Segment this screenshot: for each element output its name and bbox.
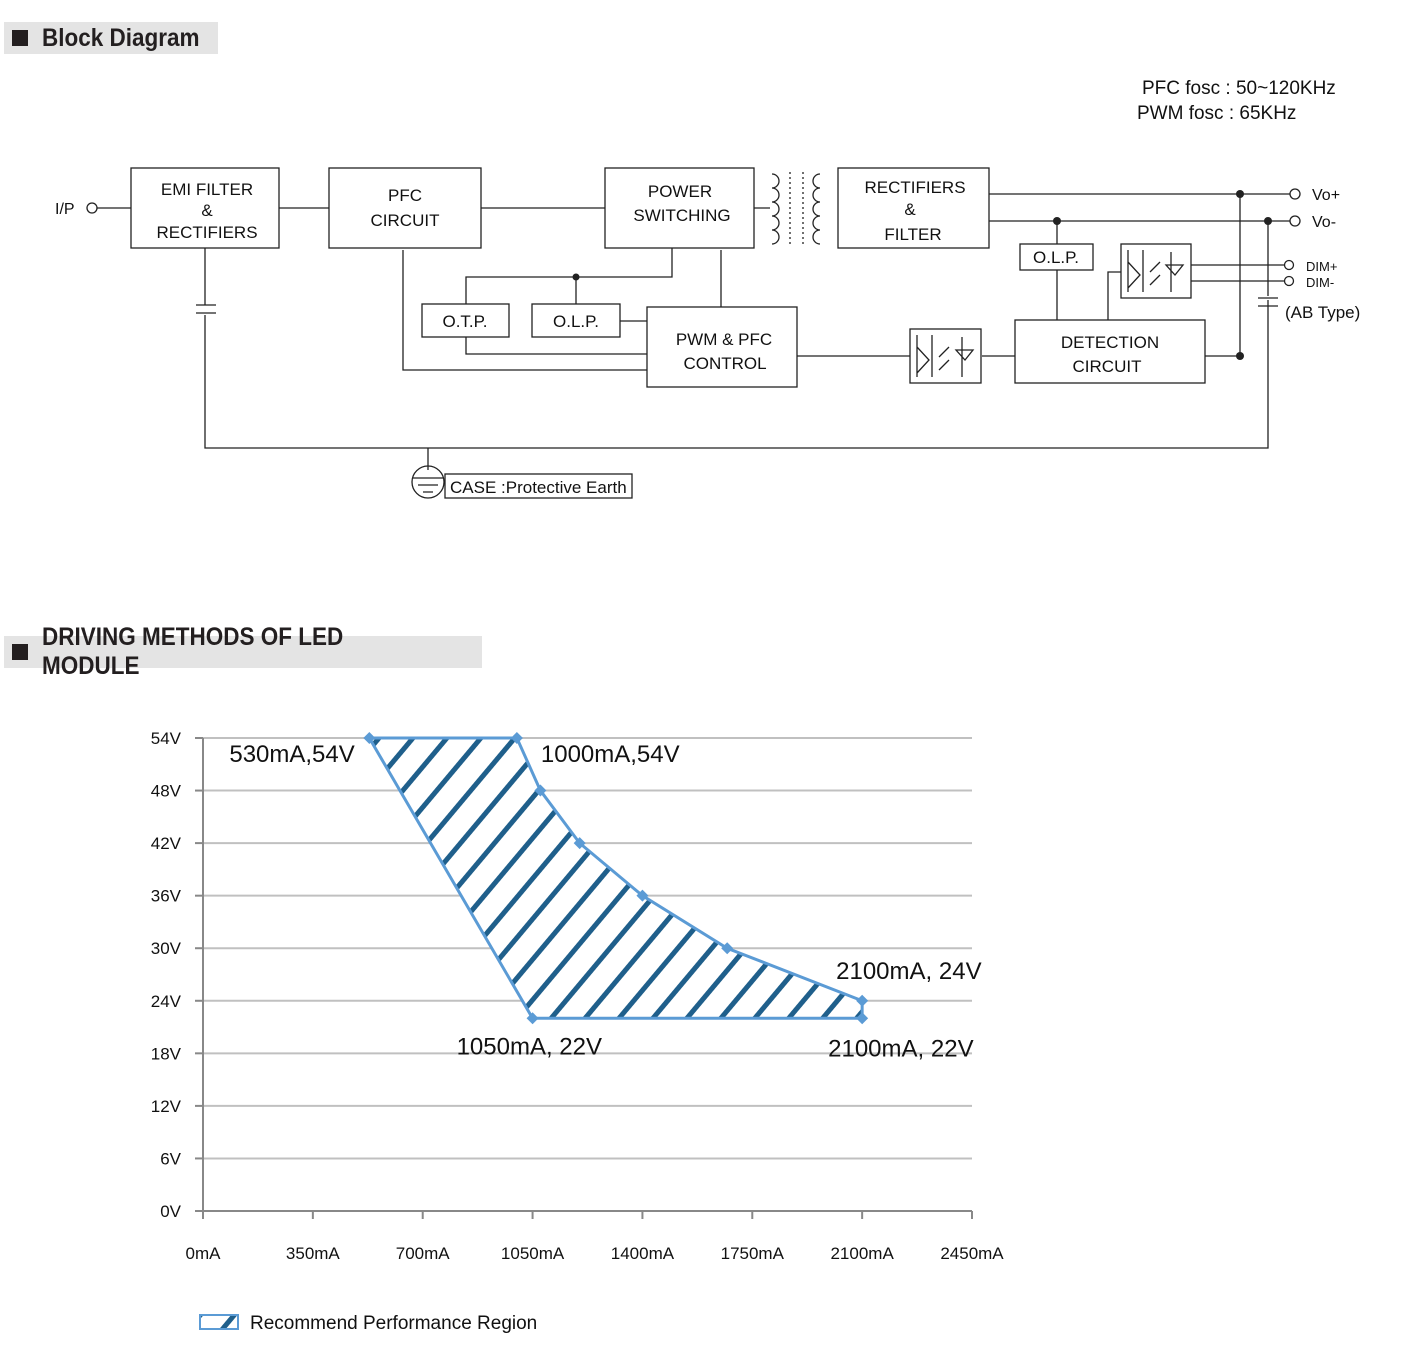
y-tick-label: 36V: [151, 887, 182, 906]
olp-block-primary: O.L.P.: [531, 303, 621, 338]
x-tick-label: 1400mA: [611, 1244, 675, 1263]
vo-minus-label: Vo-: [1312, 214, 1336, 231]
block-diagram: PFC fosc : 50~120KHz PWM fosc : 65KHz I/…: [55, 78, 1360, 499]
data-label: 1000mA,54V: [541, 741, 680, 768]
data-point: [510, 732, 523, 744]
y-tick-label: 24V: [151, 992, 182, 1011]
x-tick-label: 1050mA: [501, 1244, 565, 1263]
y-tick-label: 6V: [160, 1149, 181, 1168]
y-tick-label: 12V: [151, 1097, 182, 1116]
dim-minus-label: DIM-: [1306, 275, 1334, 290]
pfc-frequency: PFC fosc : 50~120KHz: [1142, 78, 1336, 99]
emi-filter-block: EMI FILTER & RECTIFIERS: [130, 167, 280, 249]
data-point: [636, 889, 649, 902]
data-label: 2100mA, 24V: [836, 958, 981, 985]
data-point: [721, 942, 734, 955]
pwm-frequency: PWM fosc : 65KHz: [1137, 103, 1296, 124]
svg-text:CIRCUIT: CIRCUIT: [371, 211, 440, 230]
svg-text:O.L.P.: O.L.P.: [1033, 248, 1079, 267]
power-switching-block: POWER SWITCHING: [604, 167, 755, 249]
legend-swatch: [199, 1314, 239, 1330]
svg-text:DETECTION: DETECTION: [1061, 333, 1159, 352]
data-point: [363, 732, 376, 744]
performance-region: [366, 736, 864, 1020]
svg-text:RECTIFIERS: RECTIFIERS: [156, 223, 257, 242]
x-tick-label: 2450mA: [940, 1244, 1004, 1263]
y-tick-label: 48V: [151, 782, 182, 801]
data-point: [526, 1012, 539, 1025]
rectifiers-filter-block: RECTIFIERS & FILTER: [837, 167, 990, 249]
earth-ground-icon: [411, 465, 445, 499]
pwm-pfc-control-block: PWM & PFC CONTROL: [646, 306, 798, 388]
optocoupler-icon: [909, 328, 982, 384]
transformer-icon: [771, 172, 821, 245]
y-tick-label: 54V: [151, 729, 182, 748]
detection-circuit-block: DETECTION CIRCUIT: [1014, 319, 1206, 384]
case-label-box: [444, 473, 633, 499]
svg-text:&: &: [201, 201, 213, 220]
ab-type-label: (AB Type): [1285, 303, 1360, 322]
data-point: [856, 994, 869, 1007]
legend-label: Recommend Performance Region: [250, 1313, 537, 1334]
dim-plus-label: DIM+: [1306, 259, 1337, 274]
svg-text:FILTER: FILTER: [884, 225, 941, 244]
vo-plus-label: Vo+: [1312, 187, 1340, 204]
data-point: [573, 837, 586, 850]
chart-legend: Recommend Performance Region: [199, 1313, 537, 1334]
olp-block-secondary: O.L.P.: [1019, 243, 1094, 271]
svg-text:EMI FILTER: EMI FILTER: [161, 180, 253, 199]
y-tick-label: 18V: [151, 1044, 182, 1063]
x-tick-label: 350mA: [286, 1244, 341, 1263]
terminal-circles: [86, 188, 1301, 287]
bullet-square-icon: [12, 30, 28, 46]
data-point: [856, 1012, 869, 1025]
driving-methods-heading: DRIVING METHODS OF LED MODULE: [4, 623, 482, 680]
block-diagram-heading: Block Diagram: [4, 22, 218, 54]
x-tick-label: 0mA: [186, 1244, 222, 1263]
input-label: I/P: [55, 201, 75, 218]
bullet-square-icon: [12, 644, 28, 660]
data-label: 2100mA, 22V: [828, 1035, 973, 1062]
data-label: 1050mA, 22V: [457, 1033, 602, 1060]
driving-methods-chart: 0V 6V 12V 18V 24V 30V 36V 42V 48V 54V 0mA 350mA 700m…: [151, 729, 1005, 1334]
y-tick-label: 0V: [160, 1202, 181, 1221]
svg-text:PWM & PFC: PWM & PFC: [676, 330, 772, 349]
svg-text:PFC: PFC: [388, 186, 422, 205]
svg-text:O.L.P.: O.L.P.: [553, 312, 599, 331]
otp-block: O.T.P.: [421, 303, 510, 338]
svg-text:O.T.P.: O.T.P.: [442, 312, 487, 331]
case-earth-label: CASE :Protective Earth: [450, 478, 627, 497]
svg-text:&: &: [904, 200, 916, 219]
svg-text:CONTROL: CONTROL: [683, 354, 766, 373]
y-tick-label: 30V: [151, 939, 182, 958]
y-tick-label: 42V: [151, 834, 182, 853]
x-tick-label: 2100mA: [830, 1244, 894, 1263]
svg-text:CIRCUIT: CIRCUIT: [1073, 357, 1142, 376]
pfc-circuit-block: PFC CIRCUIT: [328, 167, 482, 249]
svg-text:RECTIFIERS: RECTIFIERS: [864, 178, 965, 197]
junction-dots: [572, 190, 1272, 360]
svg-text:SWITCHING: SWITCHING: [633, 206, 730, 225]
data-label: 530mA,54V: [229, 741, 354, 768]
x-tick-label: 1750mA: [721, 1244, 785, 1263]
svg-text:POWER: POWER: [648, 182, 712, 201]
data-point: [534, 784, 547, 797]
optocoupler-icon: [1120, 243, 1192, 299]
x-tick-label: 700mA: [396, 1244, 451, 1263]
